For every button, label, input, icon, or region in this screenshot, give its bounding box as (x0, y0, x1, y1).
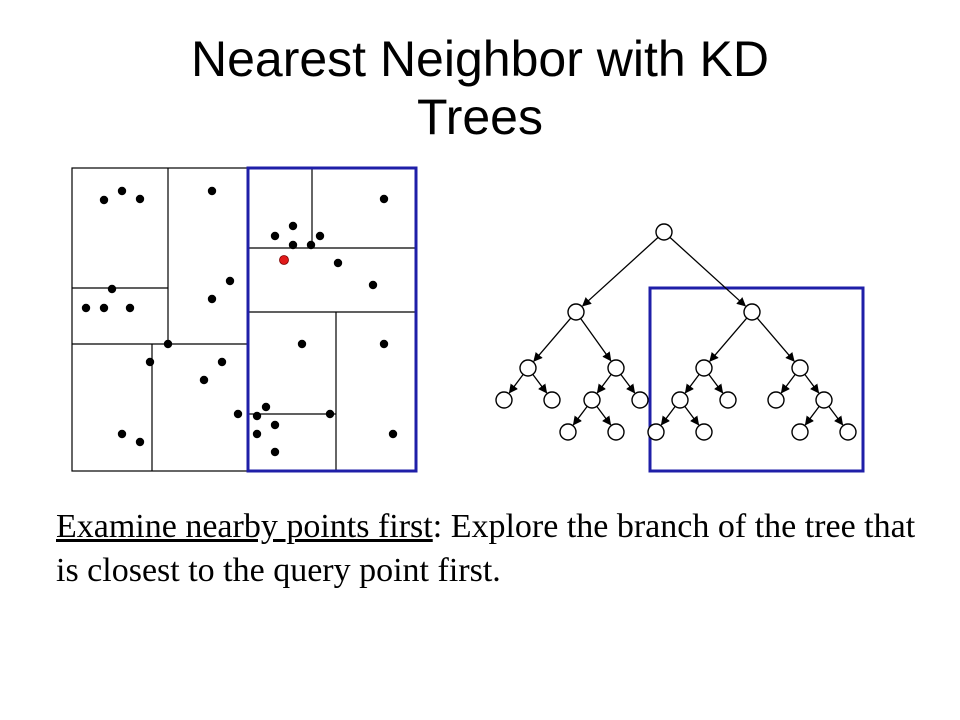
data-point (233, 409, 243, 419)
title-line-1: Nearest Neighbor with KD (190, 31, 770, 87)
tree-edge (804, 374, 820, 394)
data-point (252, 429, 262, 439)
tree-edge (684, 374, 700, 394)
data-point (125, 303, 135, 313)
data-point (288, 221, 298, 231)
tree-node (719, 391, 737, 409)
tree-node (519, 359, 537, 377)
tree-highlight-box (648, 286, 865, 473)
page-title: Nearest Neighbor with KD Trees (0, 30, 960, 146)
caption-emphasis: Examine nearby points first (56, 508, 433, 545)
data-point (270, 420, 280, 430)
tree-edge (596, 406, 612, 426)
data-point (107, 284, 117, 294)
data-point (117, 186, 127, 196)
tree-edge (532, 374, 548, 394)
tree-edge (804, 406, 820, 426)
tree-nodes (495, 223, 857, 441)
tree-edge (533, 317, 572, 362)
data-point (135, 437, 145, 447)
tree-edge (581, 236, 659, 307)
partition-points (81, 186, 398, 457)
tree-node (607, 423, 625, 441)
tree-node (647, 423, 665, 441)
query-point (279, 255, 289, 265)
tree-edge (756, 317, 795, 362)
tree-edge (580, 318, 612, 362)
tree-node (495, 391, 513, 409)
tree-node (695, 423, 713, 441)
kd-tree-diagram (495, 223, 865, 473)
data-point (225, 276, 235, 286)
tree-node (791, 423, 809, 441)
caption-rest: : Explore the branch of the tree that is… (56, 508, 916, 589)
data-point (388, 429, 398, 439)
tree-edge (709, 317, 748, 362)
data-point (368, 280, 378, 290)
tree-edge (572, 406, 588, 426)
data-point (379, 339, 389, 349)
data-point (117, 429, 127, 439)
data-point (199, 375, 209, 385)
tree-edge (669, 236, 747, 307)
data-point (270, 231, 280, 241)
tree-node (791, 359, 809, 377)
tree-node (583, 391, 601, 409)
tree-edge (708, 374, 724, 394)
data-point (288, 240, 298, 250)
tree-node (743, 303, 761, 321)
tree-node (815, 391, 833, 409)
data-point (315, 231, 325, 241)
data-point (306, 240, 316, 250)
kd-partition-diagram (71, 166, 418, 473)
partition-outer-border (71, 167, 417, 472)
tree-node (767, 391, 785, 409)
data-point (297, 339, 307, 349)
tree-node (567, 303, 585, 321)
tree-edge (828, 406, 844, 426)
tree-node (607, 359, 625, 377)
data-point (207, 294, 217, 304)
caption-text: Examine nearby points first: Explore the… (56, 505, 936, 593)
tree-edge (508, 374, 524, 394)
tree-node (543, 391, 561, 409)
data-point (207, 186, 217, 196)
tree-root-node (655, 223, 673, 241)
tree-node (695, 359, 713, 377)
tree-edge (684, 406, 700, 426)
data-point (261, 402, 271, 412)
data-point (333, 258, 343, 268)
data-point (99, 303, 109, 313)
tree-edge (780, 374, 796, 394)
data-point (163, 339, 173, 349)
tree-edge (620, 374, 636, 394)
data-point (145, 357, 155, 367)
tree-edge (596, 374, 612, 394)
tree-node (559, 423, 577, 441)
tree-node (671, 391, 689, 409)
data-point (99, 195, 109, 205)
tree-node (631, 391, 649, 409)
data-point (135, 194, 145, 204)
data-point (81, 303, 91, 313)
partition-lines (71, 167, 417, 472)
tree-edges (508, 236, 844, 426)
tree-edge (660, 406, 676, 426)
highlight-box (246, 166, 418, 473)
title-line-2: Trees (417, 89, 543, 145)
data-point (325, 409, 335, 419)
tree-node (839, 423, 857, 441)
data-point (379, 194, 389, 204)
data-point (252, 411, 262, 421)
data-point (270, 447, 280, 457)
data-point (217, 357, 227, 367)
